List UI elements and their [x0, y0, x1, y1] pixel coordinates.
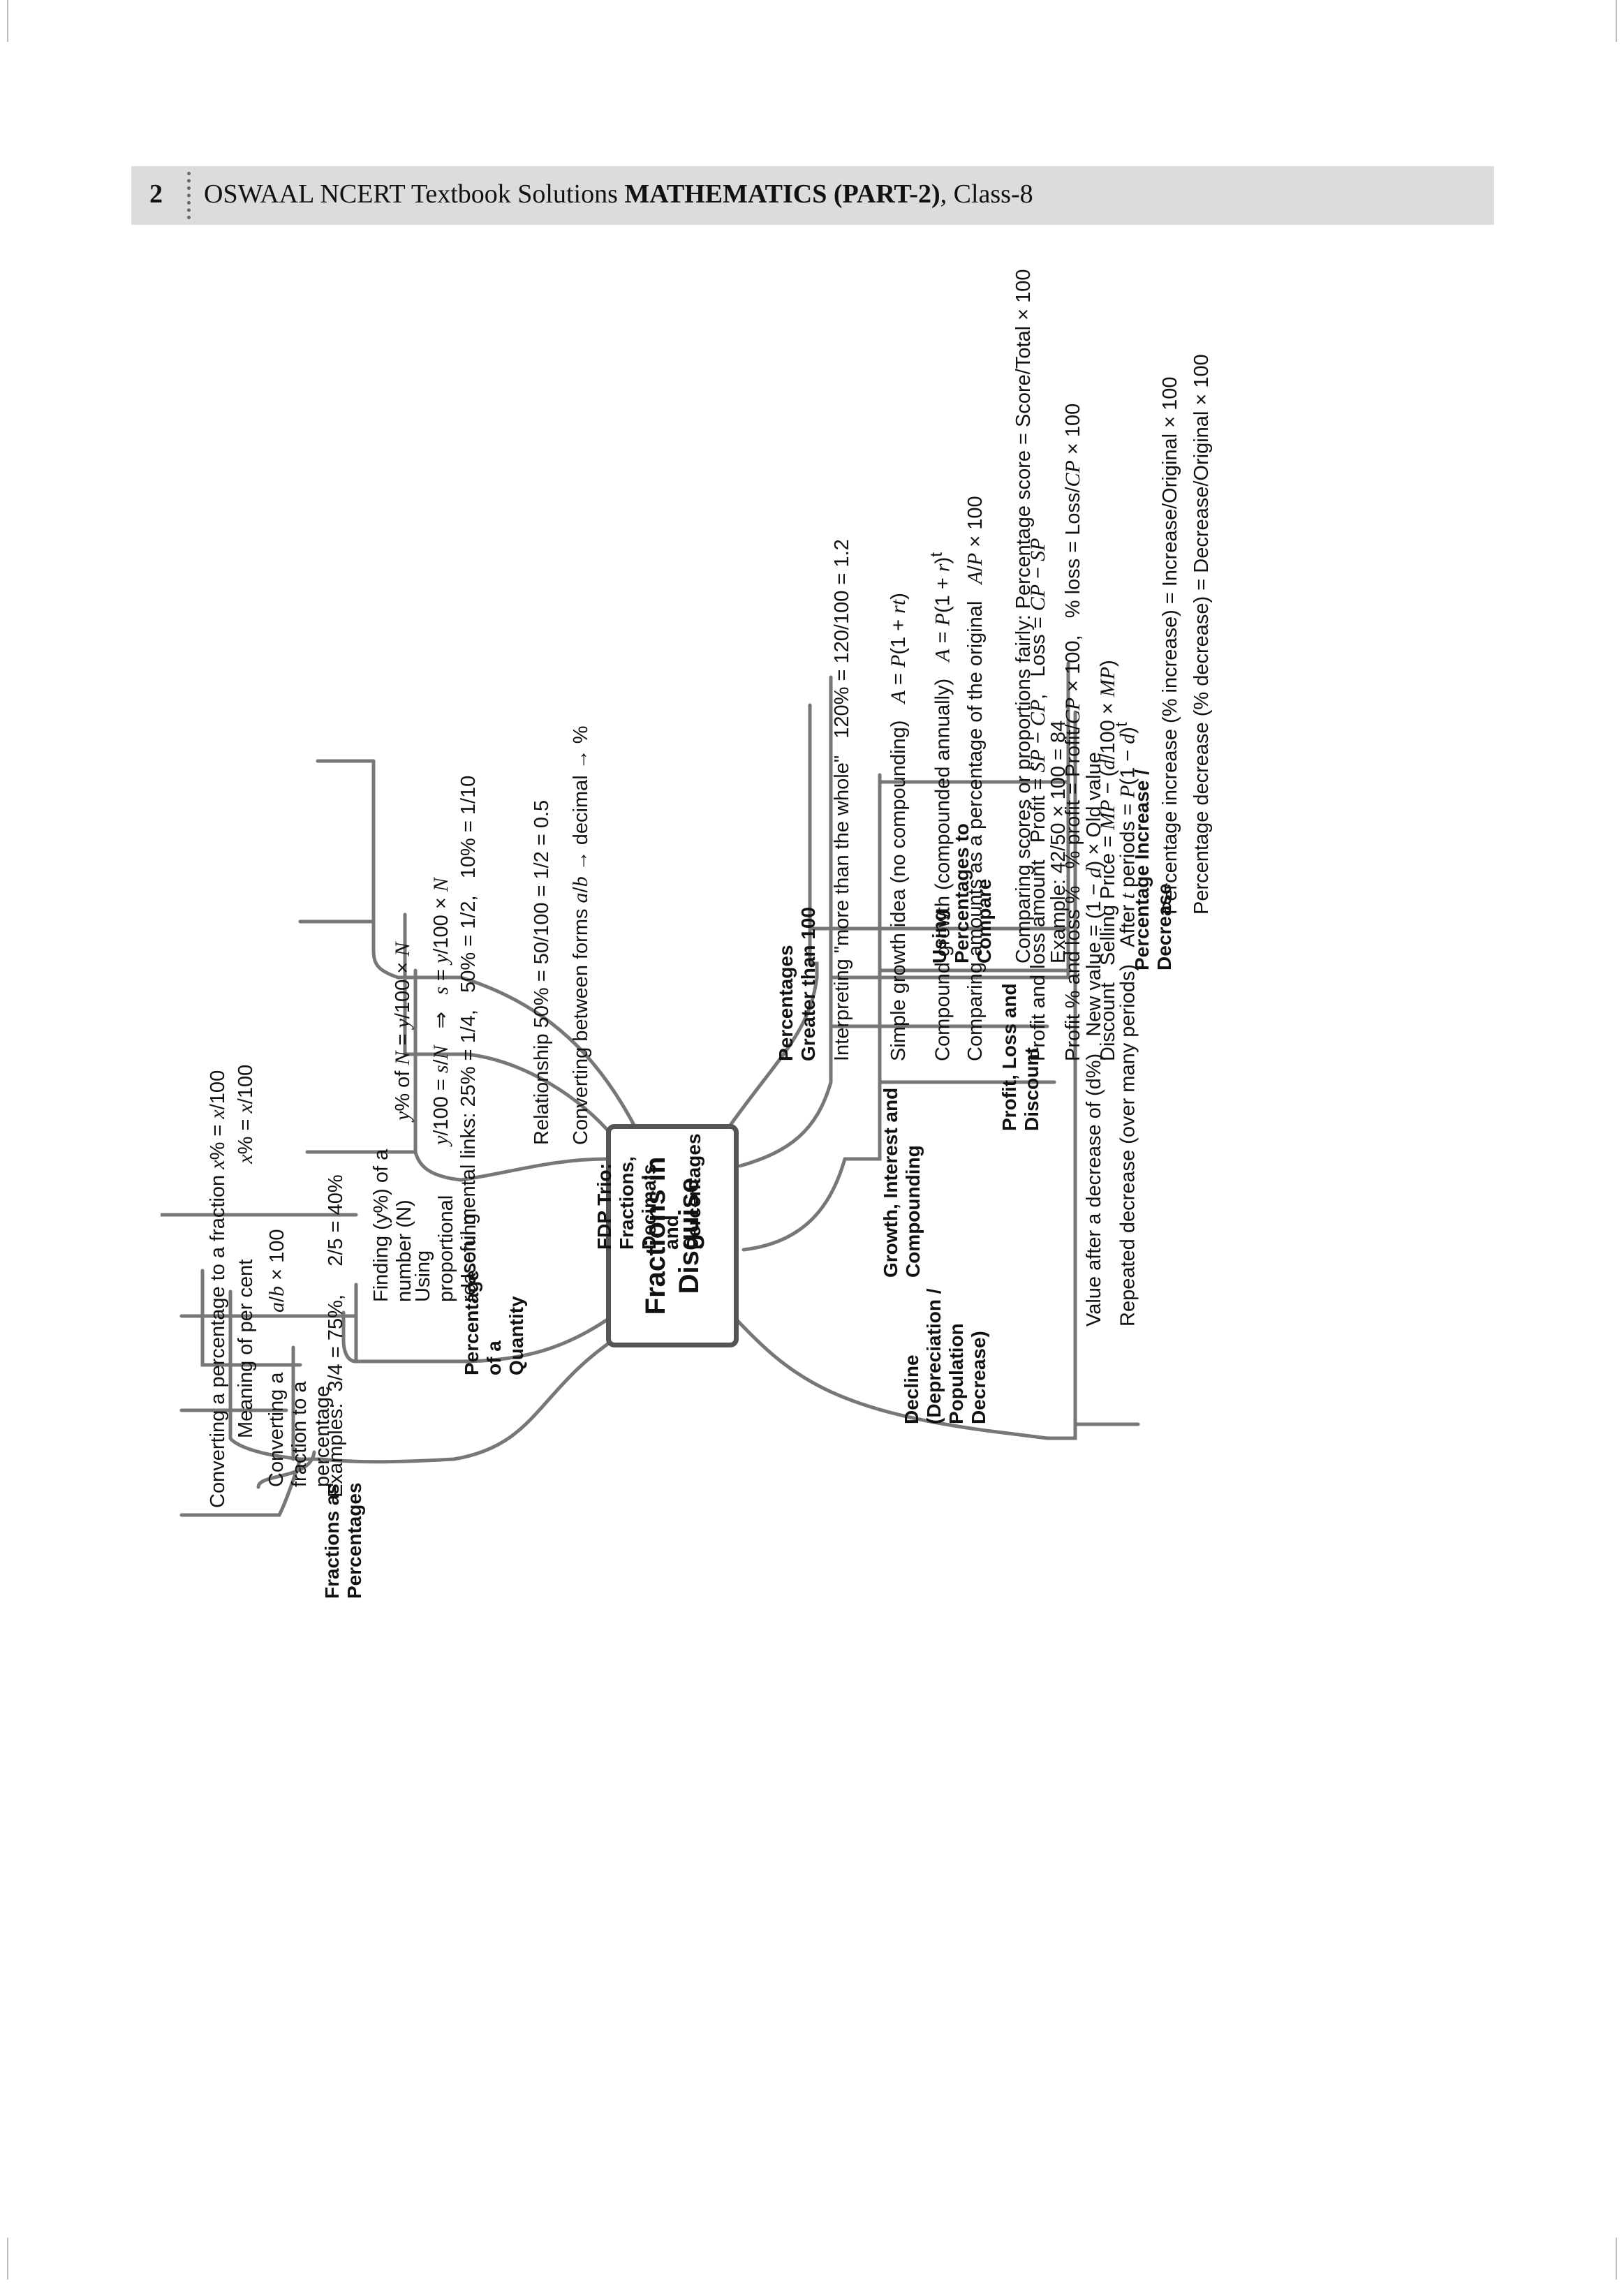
- connector-fdp-trio: [459, 1157, 610, 1182]
- page-header: [131, 166, 1494, 225]
- connector-fractions-percentages: [319, 1335, 620, 1464]
- branch-item: Useful mental links: 25% = 1/4, 50% = 1/…: [457, 775, 480, 1288]
- branch-item: Converting between forms a/b → decimal →…: [569, 725, 592, 1145]
- bracket-decline: [1045, 710, 1077, 1440]
- branch-item: a/b × 100: [265, 1229, 288, 1313]
- header-separator: [187, 172, 191, 219]
- header-title: OSWAAL NCERT Textbook Solutions MATHEMAT…: [204, 179, 1033, 209]
- connector-greater-100: [403, 1052, 617, 1140]
- crop-mark: [7, 2238, 8, 2280]
- branch-item: Finding (y%) of a number (N): [370, 1148, 415, 1302]
- branch-item: Profit % and loss % % profit = Profit/CP…: [1061, 403, 1084, 1061]
- class-text: , Class-8: [940, 179, 1033, 209]
- branch-item: Compound growth (compounded annually) A …: [927, 552, 954, 1061]
- branch-title: Decline (Depreciation / Population Decre…: [901, 1288, 989, 1424]
- connector-pct-change: [724, 975, 819, 1133]
- branch-item: Converting a percentage to a fraction x%…: [206, 1070, 229, 1508]
- branch-item: Examples: 3/4 = 75%, 2/5 = 40%: [325, 1174, 347, 1498]
- mind-map-canvas: Fractions in Disguise Fractions as Perce…: [161, 265, 1222, 2150]
- crop-mark: [1616, 0, 1617, 42]
- branch-item: Profit and loss amount Profit = SP − CP,…: [1026, 538, 1049, 1061]
- branch-item: y% of N = y/100 × N: [391, 942, 414, 1121]
- bracket-using-compare: [371, 759, 400, 980]
- subject-text: MATHEMATICS (PART-2): [624, 179, 940, 209]
- publisher-text: OSWAAL NCERT Textbook Solutions: [204, 179, 618, 209]
- bracket-growth: [843, 773, 882, 1161]
- connector-profit: [738, 1080, 833, 1168]
- bracket-pct-change: [808, 703, 819, 980]
- connector-percentage-quantity: [375, 1317, 610, 1364]
- connector-growth: [741, 1157, 847, 1252]
- branch-title: Growth, Interest and Compounding: [880, 1087, 924, 1278]
- connector-decline: [731, 1314, 1049, 1440]
- branch-item: Comparing amounts as a percentage of the…: [964, 496, 987, 1061]
- mind-map-connectors: [161, 661, 1140, 1517]
- branch-item: Relationship 50% = 50/100 = 1/2 = 0.5: [531, 799, 553, 1145]
- page-number: 2: [149, 179, 163, 209]
- branch-item: Simple growth idea (no compounding) A = …: [887, 593, 910, 1061]
- branch-title: Fractions as Percentages: [321, 1482, 365, 1599]
- branch-item: Discount Selling Price = MP − (d/100 × M…: [1096, 660, 1119, 1061]
- crop-mark: [1616, 2238, 1617, 2280]
- branch-item: y/100 = s/N ⇒ s = y/100 × N: [429, 878, 452, 1145]
- crop-mark: [7, 0, 8, 42]
- branch-title: FDP Trio: Fractions, Decimals and Percen…: [593, 1133, 704, 1250]
- branch-item: Meaning of per cent x% = x/100: [234, 1064, 257, 1438]
- branch-item: Percentage increase (% increase) = Incre…: [1159, 376, 1181, 915]
- connector-using-compare: [396, 975, 637, 1130]
- branch-item: Interpreting "more than the whole" 120% …: [831, 539, 853, 1061]
- branch-item: Percentage decrease (% decrease) = Decre…: [1190, 354, 1213, 915]
- branch-title: Percentages Greater than 100: [775, 907, 819, 1061]
